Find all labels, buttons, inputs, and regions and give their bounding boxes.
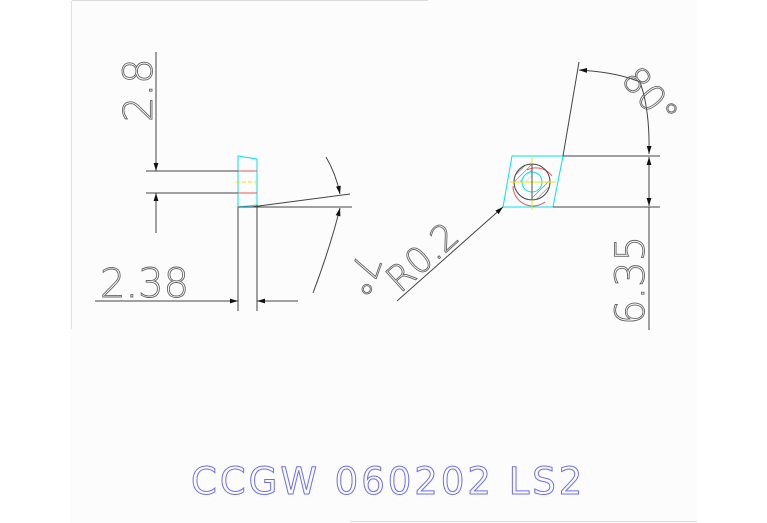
dimension-corner-radius-label: R0.2 xyxy=(379,215,468,301)
frame-border-top xyxy=(72,0,428,1)
insert-side-profile xyxy=(236,155,260,311)
dimension-thickness-label: 2.8 xyxy=(116,58,162,122)
dimension-included-angle-label: 80° xyxy=(613,59,685,134)
dimension-clearance-angle-label: 7° xyxy=(336,249,389,301)
part-designation-title: CCGW 060202 LS2 xyxy=(191,460,585,503)
dimension-width: 2.38 xyxy=(95,261,298,307)
frame-border-bottom xyxy=(350,521,697,522)
frame-border-left xyxy=(71,1,72,329)
top-view: R0.2 80° 6.35 xyxy=(378,59,686,330)
dimension-thickness: 2.8 xyxy=(116,52,238,233)
drawing-canvas xyxy=(70,0,697,523)
dimension-corner-radius: R0.2 xyxy=(378,206,504,302)
dimension-included-angle: 80° xyxy=(562,59,686,157)
dimension-inscribed-circle: 6.35 xyxy=(553,155,660,330)
dimension-inscribed-circle-label: 6.35 xyxy=(608,236,654,325)
side-view: 2.8 2.38 7° xyxy=(95,52,389,311)
insert-top-profile xyxy=(502,155,564,210)
dimension-clearance-angle: 7° xyxy=(238,156,389,302)
dimension-width-label: 2.38 xyxy=(100,261,189,307)
